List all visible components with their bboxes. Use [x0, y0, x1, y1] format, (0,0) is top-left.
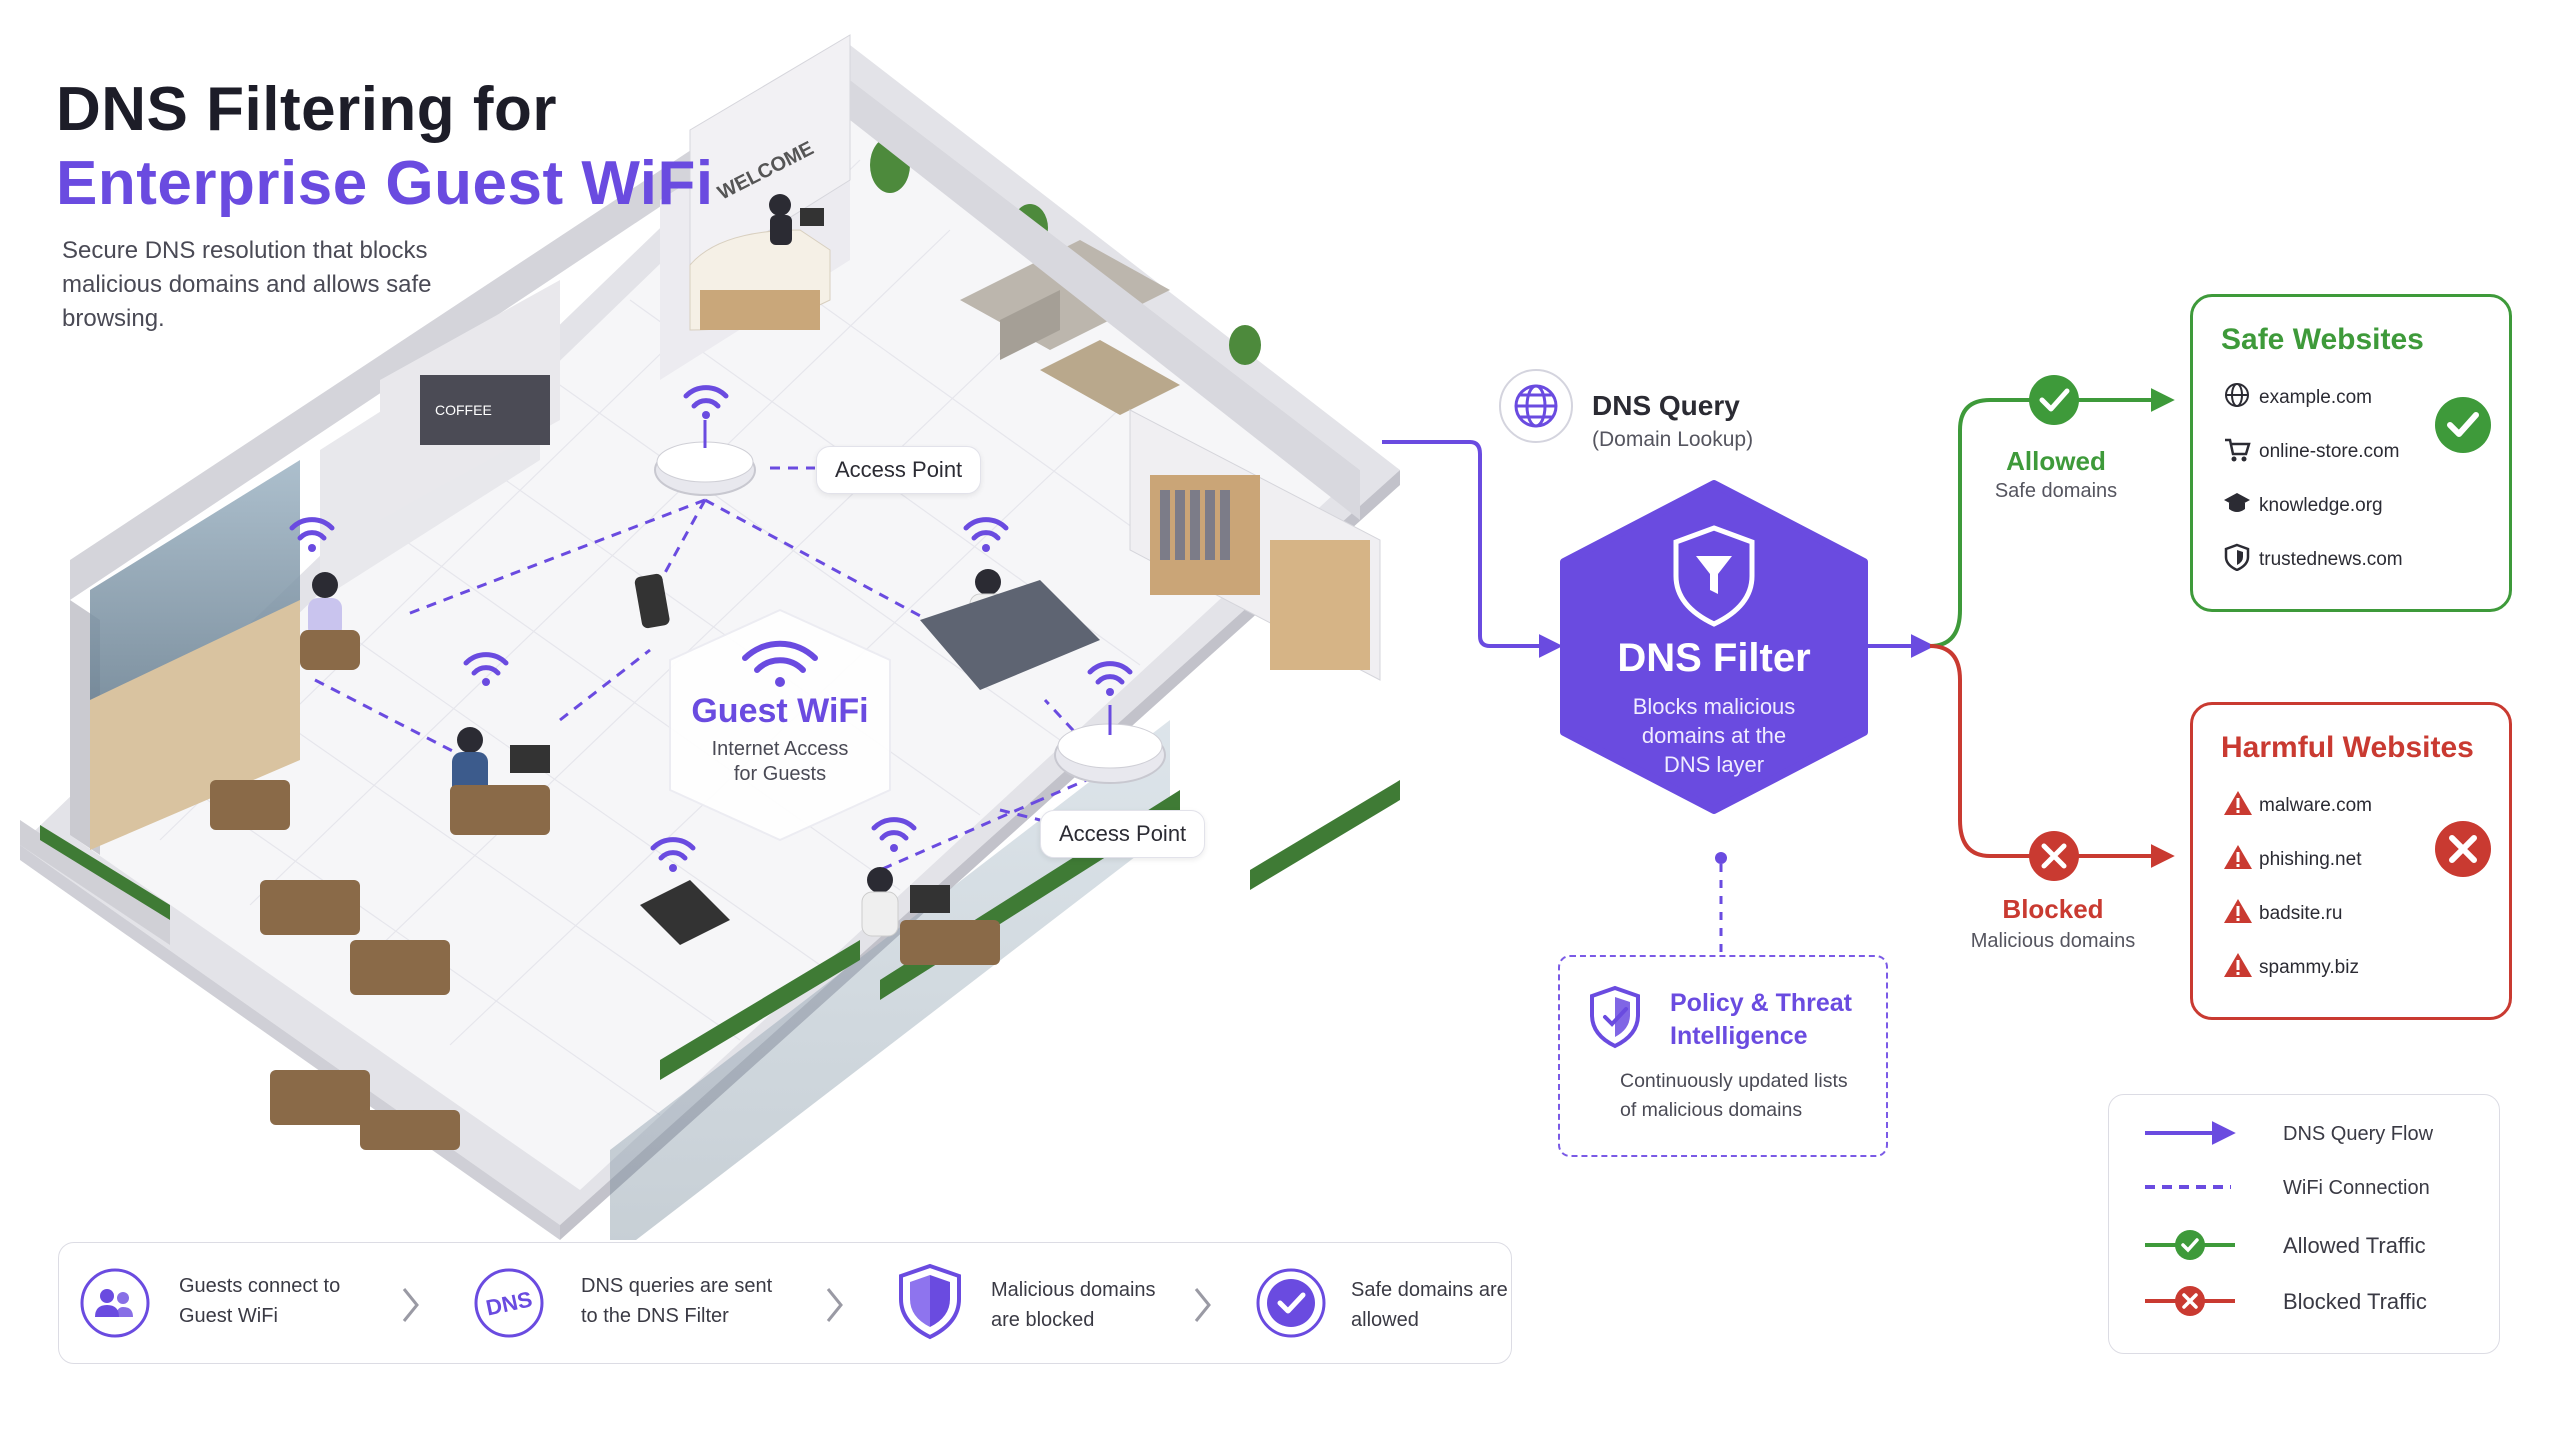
warning-icon [2223, 843, 2259, 877]
safe-site-domain[interactable]: knowledge.org [2259, 495, 2383, 516]
safe-site-domain[interactable]: trustednews.com [2259, 549, 2403, 570]
warning-icon [2223, 951, 2259, 985]
globe-icon [2223, 381, 2259, 415]
policy-desc: Continuously updated lists of malicious … [1620, 1067, 1848, 1125]
harmful-site-row: malware.com [2223, 789, 2372, 823]
safe-site-domain[interactable]: example.com [2259, 387, 2372, 408]
legend-symbols [2145, 1121, 2236, 1316]
chevron-right-icon [402, 1288, 419, 1322]
safe-websites-panel: Safe Websites example.com online-store.c… [2190, 294, 2512, 612]
guest-wifi-sub-2: for Guests [733, 763, 827, 785]
step-1-line-2: Guest WiFi [179, 1305, 278, 1327]
safe-websites-title: Safe Websites [2221, 323, 2424, 356]
warning-icon [2223, 789, 2259, 823]
safe-check-icon [2435, 397, 2491, 453]
allowed-check-icon [2039, 388, 2070, 412]
step-1-text: Guests connect to Guest WiFi [179, 1271, 340, 1331]
cafe-sign: COFFEE [435, 402, 492, 418]
title-line-2: Enterprise Guest WiFi [56, 149, 714, 218]
safe-site-row: knowledge.org [2223, 489, 2383, 523]
steps-bar: Guests connect to Guest WiFi DNS DNS que… [58, 1242, 1512, 1364]
policy-threat-panel: Policy & Threat Intelligence Continuousl… [1558, 955, 1888, 1157]
step-2-text: DNS queries are sent to the DNS Filter [581, 1271, 772, 1331]
subtitle: Secure DNS resolution that blocks malici… [62, 237, 432, 332]
access-point-label-1: Access Point [816, 446, 982, 494]
dns-query-title: DNS Query [1592, 390, 1740, 421]
step-4-line-1: Safe domains are [1351, 1279, 1508, 1301]
dns-flow-diagram [1382, 369, 2175, 952]
guest-wifi-sub-1: Internet Access [711, 738, 849, 760]
dns-filter-desc-2: domains at the [1641, 723, 1787, 748]
step-3-text: Malicious domains are blocked [991, 1275, 1156, 1335]
policy-title-1: Policy & Threat [1670, 989, 1852, 1017]
shield-icon [899, 1263, 961, 1340]
legend-dns-query-flow: DNS Query Flow [2283, 1123, 2434, 1145]
harmful-site-domain[interactable]: badsite.ru [2259, 903, 2343, 924]
dns-badge-icon: DNS [474, 1268, 544, 1338]
guest-wifi-title: Guest WiFi [691, 692, 869, 730]
office-floorplan: WELCOME COFFEE [20, 34, 1400, 1240]
harmful-site-row: phishing.net [2223, 843, 2361, 877]
safe-site-row: example.com [2223, 381, 2372, 415]
title-line-1: DNS Filtering for [56, 75, 558, 144]
legend-blocked-traffic: Blocked Traffic [2283, 1289, 2427, 1314]
dns-filter-hexagon [1560, 480, 1868, 814]
safe-site-row: trustednews.com [2223, 543, 2403, 577]
policy-title-2: Intelligence [1670, 1022, 1808, 1050]
harmful-site-domain[interactable]: malware.com [2259, 795, 2372, 816]
harmful-websites-panel: Harmful Websites malware.com phishing.ne… [2190, 702, 2512, 1020]
warning-icon [2223, 897, 2259, 931]
dns-filter-title: DNS Filter [1617, 636, 1811, 680]
step-3-line-1: Malicious domains [991, 1279, 1156, 1301]
dns-query-sub: (Domain Lookup) [1592, 428, 1754, 451]
harmful-site-domain[interactable]: spammy.biz [2259, 957, 2359, 978]
funnel-shield-icon [1673, 525, 1755, 627]
step-2-line-1: DNS queries are sent [581, 1275, 773, 1297]
chevron-right-icon [826, 1288, 843, 1322]
safe-site-domain[interactable]: online-store.com [2259, 441, 2400, 462]
step-4-text: Safe domains are allowed [1351, 1275, 1508, 1335]
dns-filter-desc: Blocks malicious domains at the DNS laye… [1564, 692, 1864, 779]
allowed-sub: Safe domains [1994, 480, 2118, 502]
step-3-line-2: are blocked [991, 1309, 1095, 1331]
step-2-line-2: to the DNS Filter [581, 1305, 729, 1327]
blocked-label: Blocked [2002, 894, 2104, 924]
step-4-line-2: allowed [1351, 1309, 1419, 1331]
dns-filter-desc-1: Blocks malicious [1632, 694, 1796, 719]
safe-site-row: online-store.com [2223, 435, 2399, 469]
harmful-site-row: spammy.biz [2223, 951, 2359, 985]
shield-icon [2223, 543, 2259, 577]
harmful-x-icon [2435, 821, 2491, 877]
shield-check-icon [1590, 985, 1640, 1049]
legend-wifi-connection: WiFi Connection [2283, 1177, 2430, 1199]
harmful-websites-title: Harmful Websites [2221, 731, 2474, 764]
dns-filter-desc-3: DNS layer [1663, 752, 1765, 777]
policy-title: Policy & Threat Intelligence [1670, 987, 1852, 1053]
step-1-line-1: Guests connect to [179, 1275, 341, 1297]
blocked-x-icon [2041, 843, 2067, 869]
allowed-label: Allowed [2006, 446, 2106, 476]
harmful-site-domain[interactable]: phishing.net [2259, 849, 2362, 870]
chevron-right-icon [1194, 1288, 1211, 1322]
legend: DNS Query Flow WiFi Connection Allowed T… [2108, 1094, 2500, 1354]
cart-icon [2223, 435, 2259, 469]
access-point-label-2: Access Point [1040, 810, 1206, 858]
users-icon [80, 1268, 150, 1338]
harmful-site-row: badsite.ru [2223, 897, 2342, 931]
check-circle-icon [1256, 1268, 1326, 1338]
graduation-cap-icon [2223, 489, 2259, 523]
legend-allowed-traffic: Allowed Traffic [2283, 1233, 2426, 1258]
globe-icon [1514, 384, 1558, 428]
policy-desc-2: of malicious domains [1620, 1099, 1803, 1121]
blocked-sub: Malicious domains [1970, 930, 2136, 952]
policy-desc-1: Continuously updated lists [1620, 1070, 1848, 1092]
